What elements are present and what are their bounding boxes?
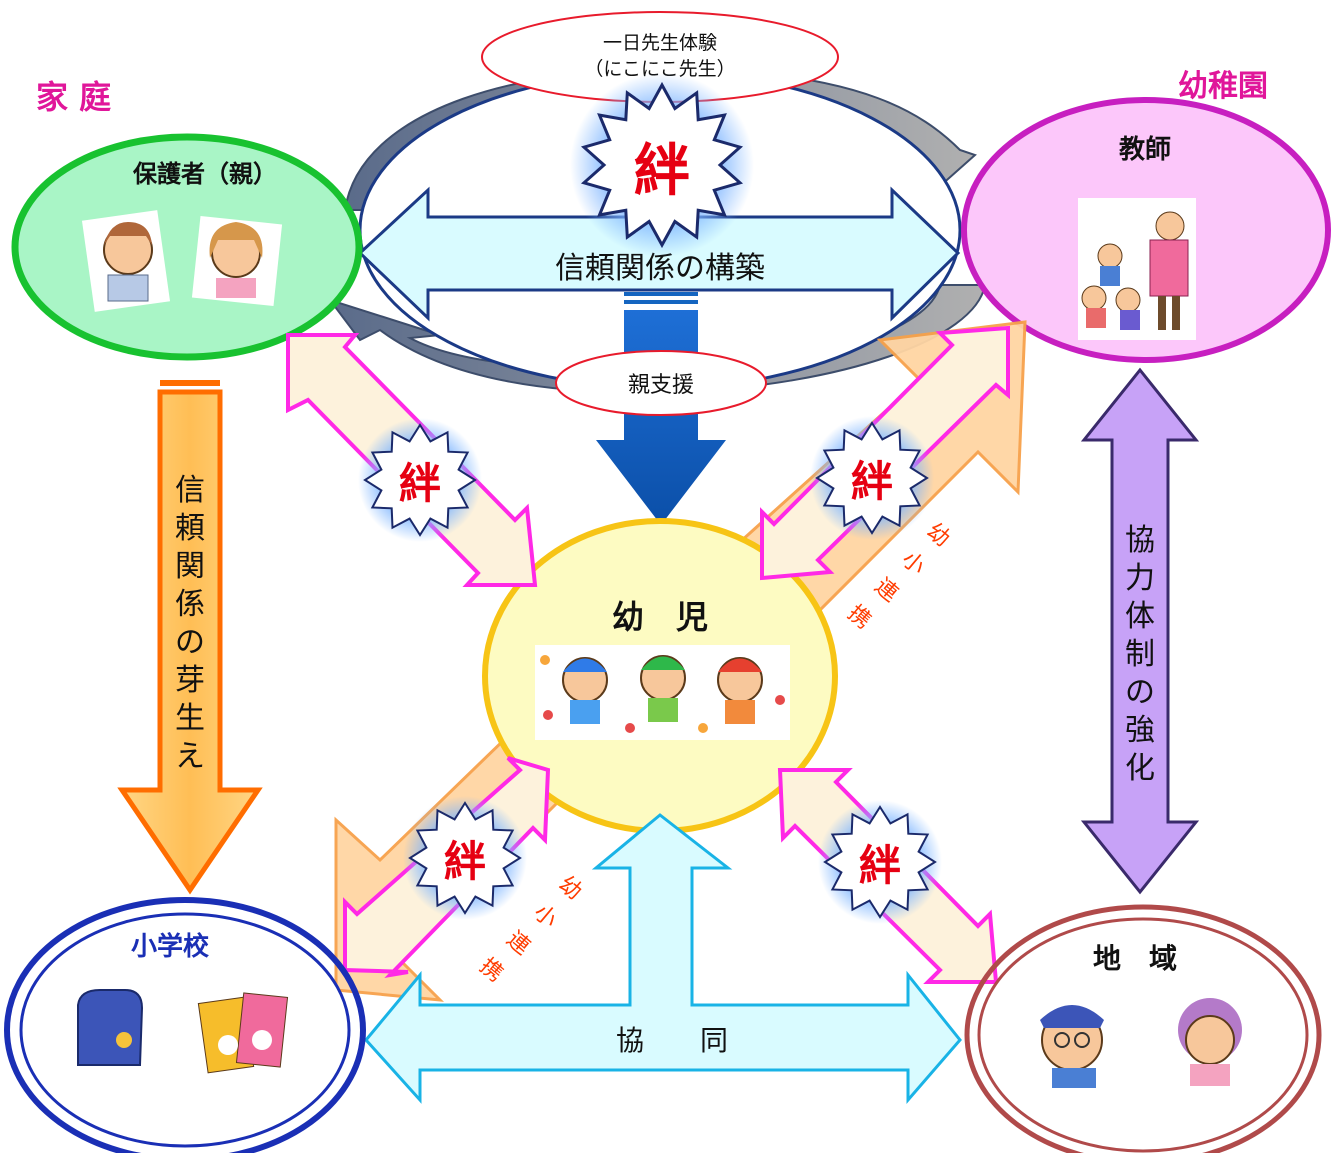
- bond-text-school: 絆: [444, 837, 486, 886]
- bond-badge-top: 絆: [570, 73, 754, 257]
- school-bag-illustration: [77, 989, 144, 1066]
- community-grandmother-illustration: [1178, 998, 1242, 1086]
- school-books-illustration: [197, 992, 289, 1074]
- joint-arrow: [364, 813, 962, 1105]
- bond-badge-parents: 絆: [358, 418, 482, 542]
- school-node-outer: [4, 897, 366, 1153]
- link-label-char: 連: [870, 574, 903, 607]
- bond-text-community: 絆: [859, 841, 901, 890]
- cooperation-char: の: [1125, 675, 1155, 710]
- trust-sprouts-char: 関: [175, 549, 205, 584]
- teacher-illustration: [1078, 198, 1196, 340]
- cooperation-char: 化: [1125, 751, 1155, 786]
- bond-text-parents: 絆: [399, 459, 441, 508]
- children-illustration: [535, 645, 790, 740]
- cooperation-char: 力: [1125, 561, 1155, 596]
- teacher-label: 教師: [1119, 135, 1171, 165]
- bond-badge-community: 絆: [818, 800, 942, 924]
- cooperation-label: 協 力 体 制 の 強 化: [1125, 523, 1155, 786]
- bond-text-teacher: 絆: [851, 457, 893, 506]
- trust-sprouts-char: 生: [175, 701, 205, 736]
- trust-sprouts-char: 信: [175, 473, 205, 508]
- joint-label: 協 同: [616, 1024, 728, 1057]
- one-day-teacher-line2: （にこにこ先生）: [584, 58, 735, 80]
- trust-sprouts-char: 芽: [175, 663, 205, 698]
- community-label: 地 域: [1093, 942, 1177, 975]
- school-node: [19, 912, 351, 1148]
- cooperation-char: 協: [1125, 523, 1155, 558]
- cooperation-char: 制: [1125, 637, 1155, 672]
- trust-sprouts-label: 信 頼 関 係 の 芽 生 え: [175, 473, 205, 774]
- cooperation-char: 強: [1125, 713, 1155, 748]
- trust-sprouts-char: の: [175, 625, 205, 660]
- trust-sprouts-char: え: [175, 739, 205, 774]
- bond-badge-teacher: 絆: [810, 416, 934, 540]
- bond-text-top: 絆: [634, 139, 690, 204]
- kindergarten-group-label: 幼稚園: [1178, 69, 1268, 104]
- parent-support-bubble: [555, 350, 767, 416]
- home-group-label: 家 庭: [36, 78, 111, 116]
- trust-sprouts-char: 頼: [175, 511, 205, 546]
- link-label-char: 幼: [554, 872, 587, 905]
- school-label: 小学校: [131, 931, 210, 962]
- parent-father-illustration: [81, 210, 171, 312]
- link-label-char: 幼: [922, 519, 955, 552]
- community-grandfather-illustration: [1040, 1005, 1104, 1088]
- community-node: [977, 917, 1309, 1153]
- link-label-char: 小: [529, 900, 562, 933]
- one-day-teacher-line1: 一日先生体験: [603, 32, 717, 54]
- link-label-char: 連: [502, 927, 535, 960]
- link-label-char: 小: [897, 547, 930, 580]
- cooperation-char: 体: [1125, 599, 1155, 634]
- community-node-outer: [964, 904, 1322, 1153]
- trust-sprouts-char: 係: [175, 587, 205, 622]
- parent-mother-illustration: [191, 215, 283, 307]
- parents-label: 保護者（親）: [132, 160, 277, 188]
- parent-support-label: 親支援: [628, 373, 694, 398]
- child-label: 幼 児: [612, 598, 708, 636]
- bond-badge-school: 絆: [403, 796, 527, 920]
- trust-sprouts-arrow: [117, 380, 263, 895]
- link-label-char: 携: [475, 954, 508, 987]
- link-label-char: 携: [843, 601, 876, 634]
- cooperation-arrow: [1080, 367, 1200, 895]
